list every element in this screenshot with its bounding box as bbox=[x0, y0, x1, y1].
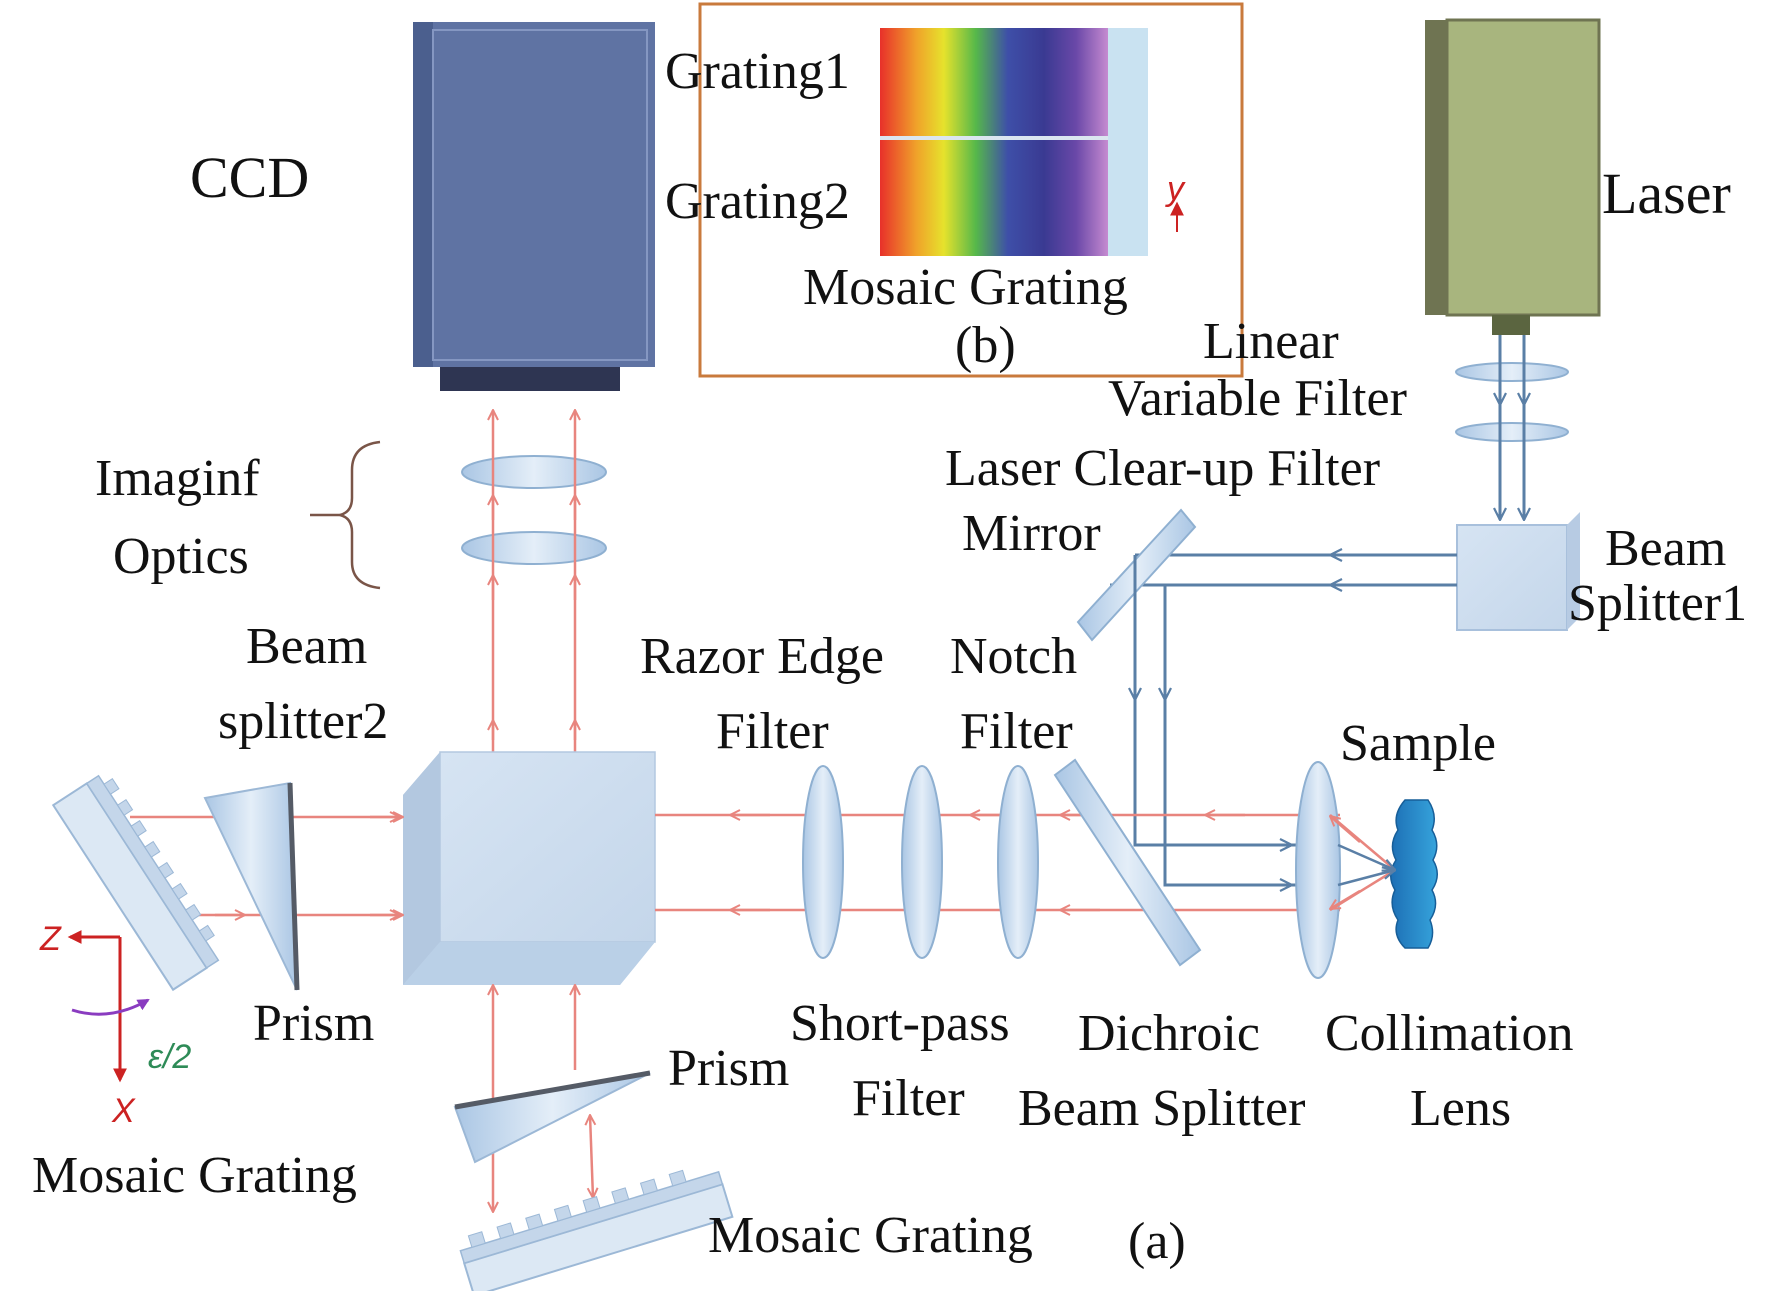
notch-filter-label-1: Notch bbox=[950, 628, 1077, 685]
prism-left-label: Prism bbox=[253, 995, 374, 1052]
rotation-arrow bbox=[71, 998, 150, 1016]
laser-side bbox=[1425, 20, 1447, 315]
razor-edge-filter bbox=[802, 765, 844, 959]
laser-body bbox=[1445, 18, 1601, 317]
sample bbox=[1390, 799, 1438, 949]
prism-left bbox=[203, 781, 300, 991]
laser-clearup-filter-label: Laser Clear-up Filter bbox=[945, 440, 1380, 497]
linear-variable-filter bbox=[1455, 362, 1569, 382]
dichroic-beam-splitter bbox=[1053, 758, 1202, 967]
x-axis-label: X bbox=[111, 1092, 136, 1130]
razor-edge-filter-label-2: Filter bbox=[716, 703, 829, 760]
ccd-side bbox=[413, 22, 433, 367]
ccd-body bbox=[413, 22, 655, 367]
collimation-label-1: Collimation bbox=[1325, 1005, 1573, 1062]
prism-bottom bbox=[453, 1070, 651, 1164]
beam-splitter1-label-2: Splitter1 bbox=[1568, 575, 1747, 632]
short-pass-filter-label-2: Filter bbox=[852, 1070, 965, 1127]
grating1-spectrum bbox=[880, 28, 1108, 136]
dichroic-label-2: Beam Splitter bbox=[1018, 1080, 1305, 1137]
inset-mosaic-grating-label: Mosaic Grating bbox=[803, 259, 1128, 316]
grating1-label: Grating1 bbox=[665, 43, 850, 100]
figure-tag-a: (a) bbox=[1128, 1213, 1186, 1270]
imaging-optics-brace bbox=[339, 440, 381, 590]
inset-tag-b: (b) bbox=[955, 317, 1016, 374]
mosaic-grating-bottom bbox=[459, 1169, 734, 1291]
imaging-optics bbox=[461, 455, 607, 565]
beam-splitter-2 bbox=[403, 751, 656, 985]
beam-splitter2-label-1: Beam bbox=[246, 618, 367, 675]
coordinate-axes bbox=[67, 930, 150, 1083]
mosaic-grating-bottom-label: Mosaic Grating bbox=[708, 1207, 1033, 1264]
z-axis-label: Z bbox=[39, 920, 62, 958]
inset-b-panel: Grating1 Grating2 y Mosaic Grating (b) bbox=[665, 2, 1244, 378]
ccd-label: CCD bbox=[190, 145, 309, 210]
grating2-label: Grating2 bbox=[665, 173, 850, 230]
mosaic-grating-left-label: Mosaic Grating bbox=[32, 1147, 357, 1204]
notch-filter-label-2: Filter bbox=[960, 703, 1073, 760]
imaging-optics-label-1: Imaginf bbox=[95, 450, 260, 507]
linear-variable-filter-label-2: Variable Filter bbox=[1108, 370, 1407, 427]
short-pass-filter bbox=[901, 765, 943, 959]
laser-source bbox=[1425, 18, 1601, 335]
angle-label: ε/2 bbox=[148, 1038, 191, 1076]
ccd-face bbox=[432, 29, 648, 361]
imaging-optics-label-2: Optics bbox=[113, 528, 249, 585]
beam-splitter1-label-1: Beam bbox=[1605, 520, 1726, 577]
beam-lens-sample bbox=[1330, 814, 1395, 912]
grating2-spectrum bbox=[880, 140, 1108, 256]
beam-bs1-to-mirror bbox=[1110, 555, 1457, 585]
prism-bottom-label: Prism bbox=[668, 1040, 789, 1097]
laser-beam-down bbox=[1500, 335, 1524, 520]
notch-filter bbox=[997, 765, 1039, 959]
beam-splitter-1 bbox=[1456, 512, 1580, 631]
ccd-camera bbox=[413, 22, 655, 391]
linear-variable-filter-label-1: Linear bbox=[1203, 313, 1339, 370]
inset-grating-side bbox=[1108, 28, 1148, 256]
dichroic-label-1: Dichroic bbox=[1078, 1005, 1260, 1062]
sample-label: Sample bbox=[1340, 715, 1496, 772]
beam-to-ccd bbox=[493, 410, 575, 752]
mosaic-grating-left bbox=[51, 774, 220, 992]
ccd-lens-mount bbox=[440, 367, 620, 391]
laser-clearup-filter bbox=[1455, 422, 1569, 442]
laser-label: Laser bbox=[1602, 161, 1731, 226]
collimation-label-2: Lens bbox=[1410, 1080, 1511, 1137]
short-pass-filter-label-1: Short-pass bbox=[790, 995, 1010, 1052]
y-axis-label: y bbox=[1165, 170, 1186, 208]
collimation-lens bbox=[1295, 761, 1341, 979]
beam-mirror-to-lens bbox=[1135, 555, 1318, 885]
laser-aperture bbox=[1492, 315, 1530, 335]
beam-splitter2-label-2: splitter2 bbox=[218, 693, 388, 750]
razor-edge-filter-label-1: Razor Edge bbox=[640, 628, 884, 685]
mirror-label: Mirror bbox=[962, 505, 1101, 562]
